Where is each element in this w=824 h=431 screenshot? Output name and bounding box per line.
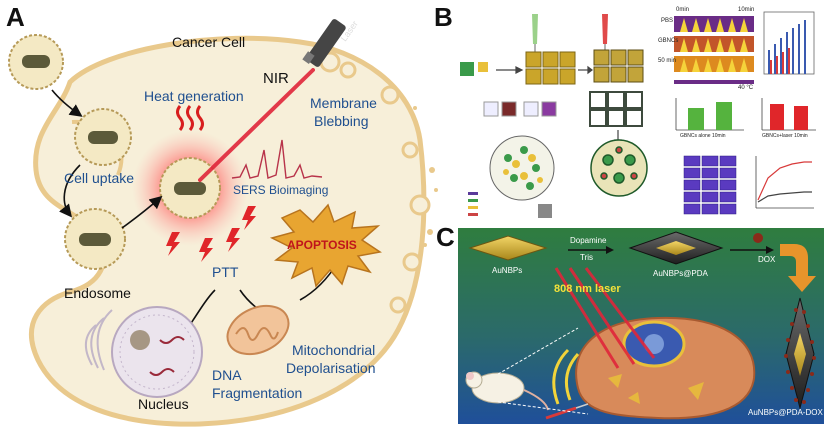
- nir-label: NIR: [263, 70, 289, 87]
- panel-c-illustration: [458, 228, 824, 424]
- panel-b-letter: B: [434, 2, 453, 32]
- green-bar-chart: [675, 98, 744, 131]
- panel-b-illustration: [460, 11, 816, 218]
- dox-label: DOX: [758, 255, 776, 264]
- nucleus-label: Nucleus: [138, 396, 189, 412]
- assembled-frame-cluster: [590, 139, 648, 197]
- aunbp-pda-dox-core: [794, 333, 806, 376]
- legend-swatches: [468, 192, 478, 216]
- aunbp-pda-core: [656, 241, 696, 255]
- tris-label: Tris: [580, 253, 594, 262]
- seed-cube-icon: [460, 62, 488, 76]
- panel-c-letter: C: [436, 222, 455, 252]
- panel-a-illustration: [8, 19, 438, 427]
- nanoparticle-sphere: [489, 135, 555, 201]
- thermal-row-label-1: PBS: [661, 18, 674, 24]
- depolarisation-label: Depolarisation: [286, 360, 376, 376]
- thermal-scale-end: 40 °C: [738, 85, 754, 91]
- zoom-lead-lines: [497, 327, 589, 415]
- apoptosis-label: APOPTOSIS: [287, 238, 357, 252]
- sem-inset: [538, 204, 552, 218]
- endosome-label: Endosome: [64, 285, 131, 301]
- dox-dots: [784, 308, 816, 404]
- organelles: [608, 374, 704, 404]
- laser-808-beams: [554, 267, 656, 369]
- thermal-row-label-3: 50 min: [658, 58, 677, 64]
- dopamine-label: Dopamine: [570, 236, 607, 245]
- membrane-blebs: [319, 51, 431, 314]
- mitochondrial-label: Mitochondrial: [292, 342, 376, 358]
- panel-a-letter: A: [6, 2, 25, 32]
- reagent-tubes-icon: [532, 14, 608, 52]
- ptt-label: PTT: [212, 264, 239, 280]
- heat-generation-label: Heat generation: [144, 88, 244, 104]
- fluorescence-image-grid: [683, 155, 737, 215]
- membrane-label: Membrane: [310, 95, 377, 111]
- hollow-frame-cluster: [589, 91, 643, 127]
- step-arrow-2: [730, 246, 774, 254]
- thermal-image-rows: [674, 16, 754, 84]
- step-arrow-1: [568, 246, 614, 254]
- aunbp-bipyramid: [468, 235, 548, 261]
- endoplasmic-reticulum: [85, 309, 113, 371]
- dna-label: DNA: [212, 367, 242, 383]
- thermal-time-start: 0min: [676, 7, 690, 13]
- blebbing-label: Blebbing: [314, 113, 369, 129]
- mouse-icon: [465, 371, 549, 411]
- sers-spectrum: [231, 139, 323, 179]
- endosome-inside: [64, 208, 126, 270]
- apoptosis-burst: [269, 203, 382, 288]
- endosome-outside: [8, 34, 64, 90]
- thermal-time-end: 10min: [738, 7, 755, 13]
- aunbps-pda-label: AuNBPs@PDA: [653, 269, 708, 278]
- aunbps-pda-dox-label: AuNBPs@PDA-DOX: [748, 408, 823, 417]
- dox-molecule-icon: [753, 233, 763, 243]
- gold-frame-cluster: [525, 51, 576, 85]
- green-bar-caption: GBNCs alone 10min: [680, 133, 726, 139]
- nir-laser-beam: [198, 68, 315, 182]
- heat-arcs: [552, 348, 580, 405]
- mitochondrion: [226, 304, 290, 356]
- dox-loading-arrow: [780, 244, 816, 292]
- thermal-row-label-2: GBNCs: [658, 38, 679, 44]
- aunbps-label: AuNBPs: [492, 266, 523, 275]
- cancer-cell-label: Cancer Cell: [172, 34, 246, 50]
- ptt-lightning-icon: [166, 206, 256, 262]
- laser-808-label: 808 nm laser: [554, 283, 621, 295]
- nucleus: [111, 306, 203, 398]
- gold-frame-cluster-2: [593, 49, 644, 83]
- tem-inset-images: [483, 101, 557, 117]
- syringe-icon: [545, 403, 589, 420]
- red-bar-caption: GBNCs+laser 10min: [762, 133, 808, 139]
- red-bar-chart: [761, 98, 816, 131]
- heat-waves-icon: [176, 105, 204, 131]
- fragmentation-label: Fragmentation: [212, 385, 303, 401]
- endosome-membrane: [74, 108, 132, 166]
- cell-uptake-label: Cell uptake: [64, 170, 135, 186]
- temperature-line-chart: [755, 156, 814, 209]
- temperature-time-chart: [763, 11, 815, 75]
- laser-pen-icon: [302, 19, 346, 67]
- bleb-debris: [413, 106, 438, 247]
- sers-bioimaging-label: SERS Bioimaging: [233, 183, 329, 197]
